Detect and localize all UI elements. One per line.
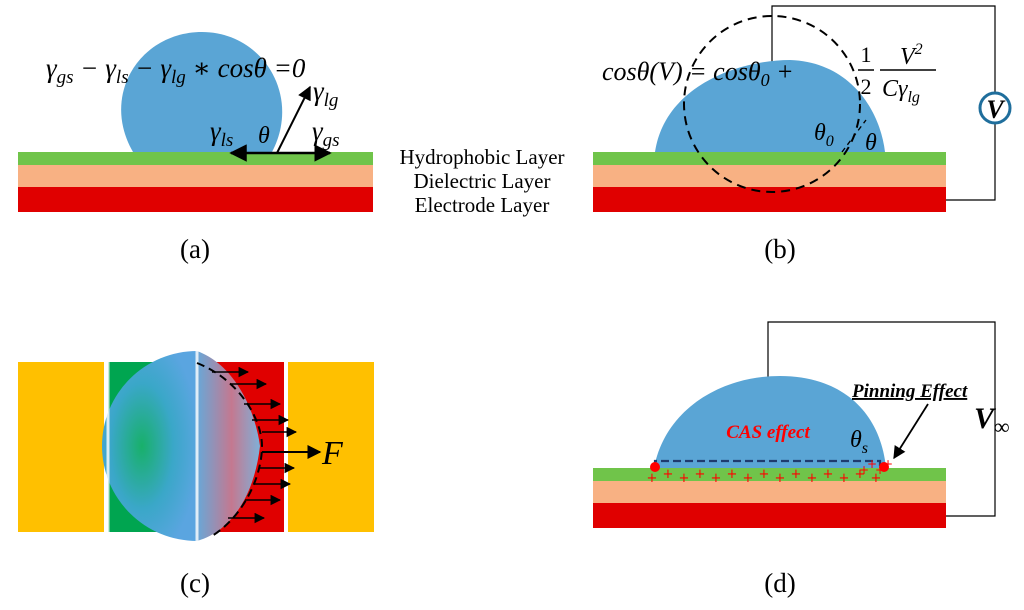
- charge-mark: +: [663, 467, 674, 482]
- electrode-left: [18, 362, 104, 532]
- circuit-wire-b: [771, 5, 996, 201]
- charge-mark: +: [859, 463, 869, 477]
- charge-mark: +: [839, 471, 850, 486]
- charge-mark: +: [855, 467, 866, 482]
- charge-mark: +: [711, 471, 722, 486]
- dielectric-layer-d: [593, 481, 946, 503]
- dielectric-layer-label: Dielectric Layer: [414, 169, 551, 193]
- electrode-layer-a: [18, 187, 373, 212]
- charge-marks: +++++++++++++++++++: [647, 457, 893, 486]
- contact-point-left: [650, 462, 660, 472]
- layer-labels: Hydrophobic Layer Dielectric Layer Elect…: [399, 145, 564, 217]
- charge-mark: +: [743, 471, 754, 486]
- droplet-b: [655, 60, 885, 152]
- theta0-label: θ0: [814, 120, 834, 150]
- gamma-lg-arrow: [276, 85, 311, 154]
- electrode-layer-d: [593, 503, 946, 528]
- theta-s-label: θs: [850, 427, 868, 457]
- contact-angle-tangent: [841, 119, 867, 153]
- pinning-effect-label: Pinning Effect: [851, 381, 968, 402]
- lippmann-equation: cosθ(V) = cosθ0 + 1 2 V2 Cγlg: [602, 41, 936, 106]
- theta-label-a: θ: [258, 123, 270, 149]
- svg-text:cosθ(V) = cosθ0 +: cosθ(V) = cosθ0 +: [602, 57, 794, 90]
- charge-mark: +: [647, 471, 658, 486]
- charge-mark: +: [775, 471, 786, 486]
- theta-label-b: θ: [865, 130, 877, 156]
- gamma-gs-label: γgs: [312, 116, 340, 151]
- svg-text:2: 2: [861, 74, 872, 99]
- panel-a: γgs − γls − γlg ∗ cosθ =0 γlg γls γgs θ …: [18, 32, 373, 264]
- pinning-arrow-icon: [893, 403, 929, 460]
- hydrophobic-layer-label: Hydrophobic Layer: [399, 145, 564, 169]
- svg-text:Cγlg: Cγlg: [882, 76, 920, 106]
- circuit-wire-d: [767, 321, 996, 517]
- charge-mark: +: [759, 467, 770, 482]
- droplet-d: [654, 376, 886, 468]
- panel-d: +++++++++++++++++++ CAS effect Pinning E…: [593, 321, 1010, 598]
- charge-mark: +: [867, 457, 877, 471]
- electrode-layer-b: [593, 187, 946, 212]
- voltmeter-icon: V: [978, 91, 1012, 125]
- charge-mark: +: [875, 463, 885, 477]
- applied-voltage-label: V∞: [974, 402, 1010, 439]
- charge-mark: +: [883, 457, 893, 471]
- caption-b: (b): [764, 234, 795, 264]
- charge-mark: +: [791, 467, 802, 482]
- charge-mark: +: [727, 467, 738, 482]
- dielectric-layer-a: [18, 165, 373, 187]
- force-arrow-icon: [212, 366, 322, 524]
- droplet-a: [121, 32, 283, 152]
- panel-b: V cosθ(V) = cosθ0 + 1 2 V2 Cγlg θ0 θ (b): [593, 5, 1012, 264]
- svg-text:V: V: [986, 95, 1006, 124]
- dielectric-layer-b: [593, 165, 946, 187]
- caption-c: (c): [180, 568, 210, 598]
- panel-c: F (c): [18, 351, 374, 598]
- charge-mark: +: [871, 471, 882, 486]
- charge-mark: +: [679, 471, 690, 486]
- svg-text:V2: V2: [900, 41, 923, 70]
- caption-d: (d): [764, 568, 795, 598]
- charge-mark: +: [695, 467, 706, 482]
- cas-effect-label: CAS effect: [726, 422, 810, 443]
- hydrophobic-layer-a: [18, 152, 373, 165]
- gamma-lg-label: γlg: [313, 76, 338, 111]
- hydrophobic-layer-d: [593, 468, 946, 481]
- svg-text:1: 1: [861, 42, 872, 67]
- force-label: F: [321, 435, 344, 472]
- initial-droplet-outline: [683, 15, 861, 193]
- electrode-layer-label: Electrode Layer: [415, 193, 550, 217]
- charge-mark: +: [823, 467, 834, 482]
- caption-a: (a): [180, 234, 210, 264]
- contact-point-right: [879, 462, 889, 472]
- young-equation: γgs − γls − γlg ∗ cosθ =0: [46, 53, 306, 88]
- charge-mark: +: [807, 471, 818, 486]
- hydrophobic-layer-b: [593, 152, 946, 165]
- gamma-ls-label: γls: [210, 116, 233, 151]
- electrode-right: [288, 362, 374, 532]
